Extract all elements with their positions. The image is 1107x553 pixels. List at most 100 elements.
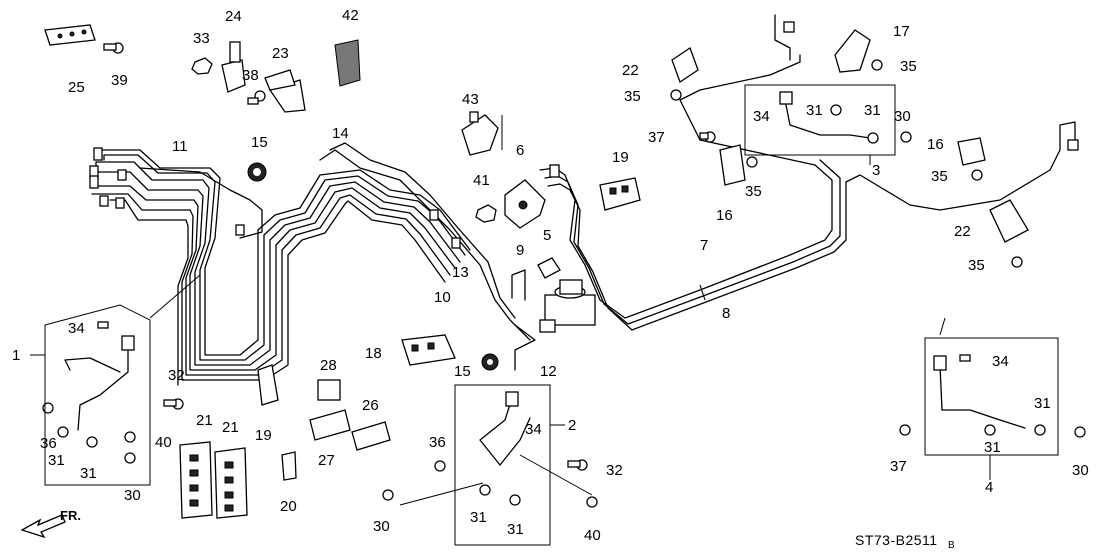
brake-pipe-right	[539, 14, 1079, 331]
clip-part-27	[309, 409, 351, 441]
callout-11: 11	[172, 138, 188, 155]
callout-25: 25	[68, 79, 85, 96]
callout-35b: 35	[745, 183, 762, 200]
callout-30c: 30	[124, 487, 141, 504]
callout-24: 24	[225, 8, 242, 25]
clip-part-21b	[214, 447, 248, 519]
bracket-part-16a	[719, 144, 746, 186]
callout-6: 6	[516, 142, 524, 159]
callout-36a: 36	[40, 435, 57, 452]
bolt-part-35d	[971, 169, 983, 181]
clip-part-25	[44, 24, 96, 46]
callout-23: 23	[272, 45, 289, 62]
grommet-part-15a	[247, 162, 267, 182]
diagram-code-text: ST73-B2511	[855, 532, 938, 548]
callout-14: 14	[332, 125, 349, 142]
bolt-part-35c	[871, 59, 883, 71]
callout-31b: 31	[80, 465, 97, 482]
callout-34d: 34	[992, 353, 1009, 370]
callout-40b: 40	[584, 527, 601, 544]
callout-15b: 15	[454, 363, 471, 380]
callout-34c: 34	[753, 108, 770, 125]
leader-lines	[30, 115, 991, 506]
callout-19b: 19	[255, 427, 272, 444]
bolt-part-32a	[163, 398, 184, 410]
callout-39: 39	[111, 72, 128, 89]
callout-20: 20	[280, 498, 297, 515]
callout-30a: 30	[894, 108, 911, 125]
callout-labels: 1 2 3 4 5 6 7 8 9 10 11 12 13 14 15 15 1…	[12, 7, 1089, 544]
front-arrow-icon	[20, 514, 66, 539]
callout-13: 13	[452, 264, 469, 281]
parts-art	[42, 24, 1086, 519]
callout-32a: 32	[168, 367, 185, 384]
callout-35c: 35	[900, 58, 917, 75]
callout-18: 18	[365, 345, 382, 362]
callout-31c: 31	[470, 509, 487, 526]
bolt-part-30c	[124, 452, 136, 464]
bracket-part-22a	[671, 47, 699, 83]
callout-31d: 31	[507, 521, 524, 538]
callout-16a: 16	[716, 207, 733, 224]
clip-part-42	[334, 39, 361, 87]
nut-part-33	[191, 57, 213, 75]
callout-22b: 22	[954, 223, 971, 240]
callout-7: 7	[700, 237, 708, 254]
callout-31a: 31	[48, 452, 65, 469]
callout-10: 10	[434, 289, 451, 306]
callout-43: 43	[462, 91, 479, 108]
clip-part-21a	[179, 441, 213, 519]
bolt-part-36b	[434, 460, 446, 472]
callout-2: 2	[568, 417, 576, 434]
callout-42: 42	[342, 7, 359, 24]
grommet-part-15b	[481, 353, 499, 371]
callout-41: 41	[473, 172, 490, 189]
callout-34b: 34	[525, 421, 542, 438]
callout-37a: 37	[648, 129, 665, 146]
clip-part-20	[281, 451, 297, 481]
callout-32b: 32	[606, 462, 623, 479]
callout-37b: 37	[890, 458, 907, 475]
clip-part-5	[537, 257, 561, 279]
hose-assembly-2	[454, 384, 551, 546]
callout-35d: 35	[931, 168, 948, 185]
callout-3: 3	[872, 162, 880, 179]
callout-31f: 31	[864, 102, 881, 119]
bolt-part-39	[103, 42, 124, 54]
clip-part-28	[317, 379, 341, 401]
hose-assembly-4	[924, 337, 1059, 456]
callout-9: 9	[516, 242, 524, 259]
callout-5: 5	[543, 227, 551, 244]
callout-30b: 30	[1072, 462, 1089, 479]
callout-31h: 31	[984, 439, 1001, 456]
bolt-part-30b	[1074, 426, 1086, 438]
valve-part-43	[461, 111, 499, 156]
callout-33: 33	[193, 30, 210, 47]
clip-part-19a	[599, 177, 641, 211]
callout-17: 17	[893, 23, 910, 40]
callout-31g: 31	[1034, 395, 1051, 412]
callout-35e: 35	[968, 257, 985, 274]
bolt-part-37b	[899, 424, 911, 436]
clip-part-19b	[257, 364, 279, 406]
bolt-part-30a	[900, 131, 912, 143]
callout-15a: 15	[251, 134, 268, 151]
bolt-part-35a	[670, 89, 682, 101]
callout-36b: 36	[429, 434, 446, 451]
bolt-part-32b	[567, 459, 588, 471]
callout-40a: 40	[155, 434, 172, 451]
diagram-code: ST73-B2511 B	[855, 532, 955, 551]
nut-part-41	[475, 204, 497, 223]
bracket-part-24	[221, 41, 246, 93]
bracket-part-16b	[957, 137, 986, 166]
front-label: FR.	[60, 508, 81, 523]
callout-21a: 21	[196, 412, 213, 429]
bolt-part-40a	[124, 431, 136, 443]
bolt-part-35e	[1011, 256, 1023, 268]
bolt-part-35b	[746, 156, 758, 168]
bracket-part-22b	[989, 199, 1029, 243]
callout-12: 12	[540, 363, 557, 380]
bolt-part-38	[247, 90, 266, 105]
clip-part-18	[401, 334, 456, 366]
